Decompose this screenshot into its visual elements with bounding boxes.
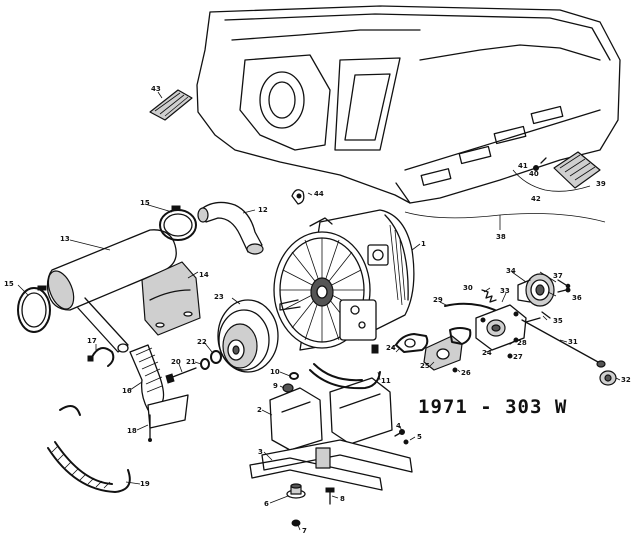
label-24-right: 24 [482, 349, 492, 357]
label-8: 8 [340, 495, 345, 503]
nut-7 [291, 519, 301, 527]
label-25: 25 [420, 362, 430, 370]
engine-mount-2 [269, 377, 393, 451]
knob-32 [599, 370, 617, 386]
label-33: 33 [500, 287, 510, 295]
spring-clip-17 [87, 347, 115, 367]
label-16: 16 [122, 387, 132, 395]
label-41: 41 [518, 162, 528, 170]
label-43: 43 [151, 85, 161, 93]
label-10: 10 [270, 368, 280, 376]
label-3: 3 [258, 448, 263, 456]
label-4: 4 [396, 422, 401, 430]
exhaust-pipe-16 [129, 344, 165, 411]
air-intake-34 [517, 273, 555, 307]
vent-grille-43 [149, 89, 193, 121]
label-1: 1 [421, 240, 426, 248]
label-32: 32 [621, 376, 631, 384]
label-40: 40 [529, 170, 539, 178]
label-24-left: 24 [386, 344, 396, 352]
label-30: 30 [463, 284, 473, 292]
carburetor-33 [475, 304, 541, 351]
bracket-14 [141, 261, 201, 336]
label-13: 13 [60, 235, 70, 243]
label-18: 18 [127, 427, 137, 435]
bolt-20 [165, 367, 197, 384]
label-35: 35 [553, 317, 563, 325]
nut-9 [282, 383, 294, 393]
label-15-upper: 15 [140, 199, 150, 207]
label-21: 21 [186, 358, 196, 366]
screw-36 [557, 287, 571, 293]
diagram-title: 1971 - 303 W [418, 396, 567, 418]
label-42: 42 [531, 195, 541, 203]
throttle-cable-31 [521, 319, 606, 368]
clip-27 [507, 353, 513, 359]
label-6: 6 [264, 500, 269, 508]
spring-30 [481, 289, 497, 303]
label-17: 17 [87, 337, 97, 345]
label-23: 23 [214, 293, 224, 301]
exhaust-elbow-12 [197, 201, 264, 255]
screen-39 [512, 151, 601, 192]
label-2: 2 [257, 406, 262, 414]
label-9: 9 [273, 382, 278, 390]
callout-labels: 43 44 41 40 39 42 38 15 12 13 14 15 1 34… [4, 85, 631, 535]
label-11: 11 [381, 377, 391, 385]
label-28: 28 [517, 339, 527, 347]
leader-lines [17, 91, 621, 531]
rubber-mount-6 [286, 483, 306, 499]
label-34: 34 [506, 267, 516, 275]
label-37: 37 [553, 272, 563, 280]
clamp-15-upper [159, 205, 197, 241]
clip-35 [541, 311, 551, 319]
label-26: 26 [461, 369, 471, 377]
label-36: 36 [572, 294, 582, 302]
label-27: 27 [513, 353, 523, 361]
label-22: 22 [197, 338, 207, 346]
label-44: 44 [314, 190, 324, 198]
label-12: 12 [258, 206, 268, 214]
washer-21 [200, 358, 210, 370]
screw-26 [452, 367, 458, 373]
clip-28 [509, 337, 519, 345]
hood-assembly [196, 5, 621, 230]
engine-mount-3 [249, 439, 413, 491]
washer-10 [289, 372, 299, 380]
gasket-24-right [449, 327, 472, 345]
label-20: 20 [171, 358, 181, 366]
label-38: 38 [496, 233, 506, 241]
clamp-15-lower [17, 285, 51, 333]
label-5: 5 [417, 433, 422, 441]
bolt-8 [325, 487, 335, 505]
bolt-4 [394, 429, 405, 437]
label-7: 7 [302, 527, 307, 535]
label-14: 14 [199, 271, 209, 279]
fuel-line-29 [444, 302, 496, 311]
clip-44 [291, 189, 305, 205]
bracket-18 [147, 394, 189, 442]
label-19: 19 [140, 480, 150, 488]
drive-pulley-23 [217, 299, 279, 373]
clip-37 [557, 279, 571, 289]
washer-22 [210, 350, 222, 364]
label-39: 39 [596, 180, 606, 188]
drive-belt-19 [47, 405, 131, 493]
bolt-5 [403, 439, 409, 445]
gasket-24-left [395, 333, 429, 353]
engine-1 [273, 209, 415, 354]
label-31: 31 [568, 338, 578, 346]
hose-11 [309, 363, 381, 390]
label-29: 29 [433, 296, 443, 304]
label-15-lower: 15 [4, 280, 14, 288]
